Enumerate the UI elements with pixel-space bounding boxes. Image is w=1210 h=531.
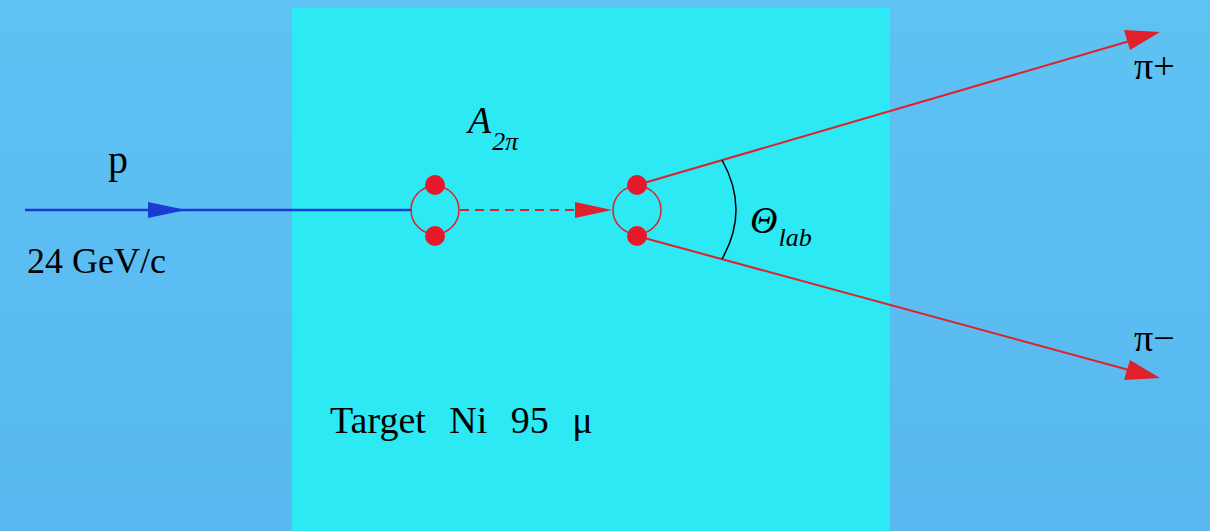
target-foil: Target Ni 95 μ: [292, 8, 890, 531]
pion-arrowhead: [1124, 360, 1160, 380]
particle-label: p: [108, 138, 128, 182]
beam-momentum: 24 GeV/c: [27, 242, 166, 282]
angle-arc: [722, 160, 736, 259]
atom-label: A: [468, 100, 491, 142]
pion-dot: [627, 226, 647, 246]
angle-label: Θ: [750, 200, 777, 242]
atom-subscript: 2π: [492, 128, 518, 157]
proton-beam: [25, 209, 412, 212]
particle-label: π+: [1134, 46, 1175, 88]
angle-subscript: lab: [778, 224, 811, 253]
pion-dot: [627, 175, 647, 195]
target-label: Target Ni 95 μ: [330, 400, 593, 442]
pion-dot: [425, 226, 445, 246]
particle-label: π−: [1134, 318, 1175, 360]
pion-track: [637, 236, 1140, 373]
pion-track: [637, 38, 1140, 185]
beam-arrowhead: [148, 202, 186, 218]
pion-dot: [425, 175, 445, 195]
atom-path: [460, 209, 582, 211]
atom-arrowhead: [575, 202, 612, 218]
